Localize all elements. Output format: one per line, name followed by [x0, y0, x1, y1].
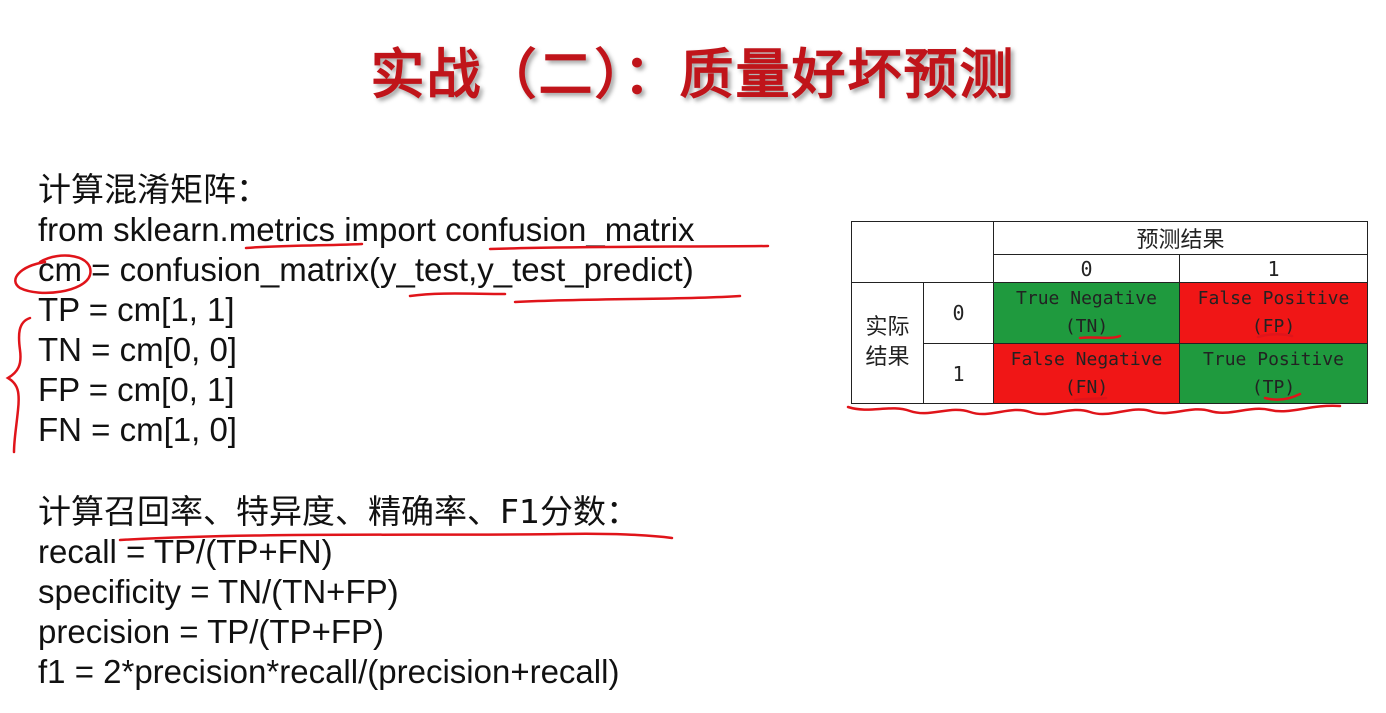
code-line-tn: TN = cm[0, 0] [38, 331, 237, 368]
metrics-code-block: 计算召回率、特异度、精确率、F1分数： recall = TP/(TP+FN) … [38, 492, 639, 692]
true-positive-abbrev: (TP) [1251, 376, 1296, 398]
confusion-matrix-table: 预测结果 0 1 实际 结果 0 True Negative (TN) Fals… [851, 221, 1368, 404]
predicted-col-0-label: 0 [993, 254, 1180, 283]
actual-result-header: 实际 结果 [851, 282, 924, 404]
code-line-tp: TP = cm[1, 1] [38, 291, 235, 328]
slide-title: 实战（二）：质量好坏预测 [370, 43, 1016, 106]
actual-row-1-label: 1 [923, 343, 994, 404]
confusion-matrix-code-block: 计算混淆矩阵： from sklearn.metrics import conf… [38, 170, 695, 450]
predicted-col-1-label: 1 [1179, 254, 1368, 283]
true-negative-cell: True Negative (TN) [993, 282, 1180, 344]
false-negative-abbrev: (FN) [1064, 376, 1109, 398]
actual-row-0-label: 0 [923, 282, 994, 344]
code-line-fn: FN = cm[1, 0] [38, 411, 237, 448]
code-line-cm: cm = confusion_matrix(y_test,y_test_pred… [38, 251, 694, 288]
false-negative-cell: False Negative (FN) [993, 343, 1180, 404]
squiggle-under-matrix [846, 404, 1342, 416]
false-negative-label: False Negative [1010, 348, 1163, 370]
code-line-f1: f1 = 2*precision*recall/(precision+recal… [38, 653, 620, 690]
code-line-import: from sklearn.metrics import confusion_ma… [38, 211, 695, 248]
false-positive-label: False Positive [1197, 288, 1350, 309]
actual-header-line-1: 实际 [865, 315, 910, 340]
section-heading-metrics: 计算召回率、特异度、精确率、F1分数： [38, 492, 639, 531]
predicted-result-header: 预测结果 [993, 221, 1368, 255]
code-line-precision: precision = TP/(TP+FP) [38, 613, 385, 650]
false-positive-abbrev: (FP) [1251, 316, 1296, 337]
section-heading-confusion-matrix: 计算混淆矩阵： [38, 170, 269, 209]
false-positive-cell: False Positive (FP) [1179, 282, 1368, 344]
true-positive-cell: True Positive (TP) [1179, 343, 1368, 404]
true-negative-abbrev: (TN) [1064, 316, 1109, 337]
brace-tp-fn [5, 316, 32, 454]
true-negative-label: True Negative [1016, 288, 1157, 309]
code-line-specificity: specificity = TN/(TN+FP) [38, 573, 399, 610]
true-positive-label: True Positive [1203, 348, 1344, 370]
matrix-corner-cell [851, 221, 994, 283]
code-line-fp: FP = cm[0, 1] [38, 371, 235, 408]
actual-header-line-2: 结果 [865, 345, 910, 370]
code-line-recall: recall = TP/(TP+FN) [38, 533, 333, 570]
